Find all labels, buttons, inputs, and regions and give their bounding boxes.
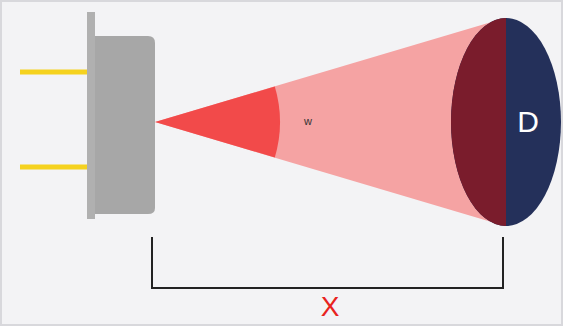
target-spot: D	[450, 17, 562, 227]
angle-label: w	[304, 116, 312, 127]
sensor-body	[95, 36, 155, 214]
distance-label: X	[321, 293, 340, 321]
beam-cone	[155, 18, 505, 226]
distance-bracket	[152, 237, 503, 288]
sensor-flange	[87, 12, 95, 219]
diameter-label: D	[517, 107, 539, 137]
spot-ellipse	[450, 17, 562, 227]
sensor-pin	[20, 70, 90, 75]
sensor-pin	[20, 165, 90, 170]
beam-angle	[155, 87, 280, 158]
